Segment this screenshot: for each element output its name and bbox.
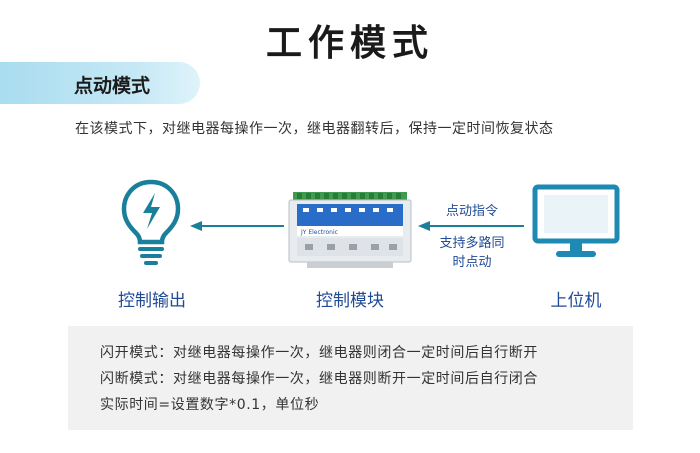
command-label: 点动指令: [445, 204, 498, 219]
arrow-to-output: [190, 221, 284, 231]
monitor-icon: [532, 184, 620, 257]
lightbulb-icon: [121, 179, 181, 265]
note-flash-close: 闪断模式：对继电器每操作一次，继电器则断开一定时间后自行闭合: [100, 371, 538, 387]
section-tab: 点动模式: [0, 62, 200, 104]
host-label: 上位机: [550, 291, 602, 311]
note-flash-open: 闪开模式：对继电器每操作一次，继电器则闭合一定时间后自行断开: [100, 345, 538, 361]
arrow-to-module: [418, 221, 524, 231]
note-time-formula: 实际时间=设置数字*0.1，单位秒: [100, 397, 320, 413]
multi-channel-note-line2: 时点动: [452, 255, 492, 270]
multi-channel-note-line1: 支持多路同: [439, 236, 505, 251]
module-label: 控制模块: [316, 291, 384, 311]
page-title: 工作模式: [265, 23, 434, 64]
section-tab-label: 点动模式: [74, 75, 151, 97]
relay-module-image: JY Electronic: [288, 192, 412, 268]
mode-description: 在该模式下，对继电器每操作一次，继电器翻转后，保持一定时间恢复状态: [75, 121, 554, 137]
mode-diagram: JY Electronic 点动指令 支持多路同 时点动 控制输出 控制模块 上…: [0, 170, 700, 320]
svg-text:JY Electronic: JY Electronic: [300, 229, 338, 236]
notes-box: 闪开模式：对继电器每操作一次，继电器则闭合一定时间后自行断开 闪断模式：对继电器…: [68, 326, 633, 430]
output-label: 控制输出: [118, 291, 186, 311]
